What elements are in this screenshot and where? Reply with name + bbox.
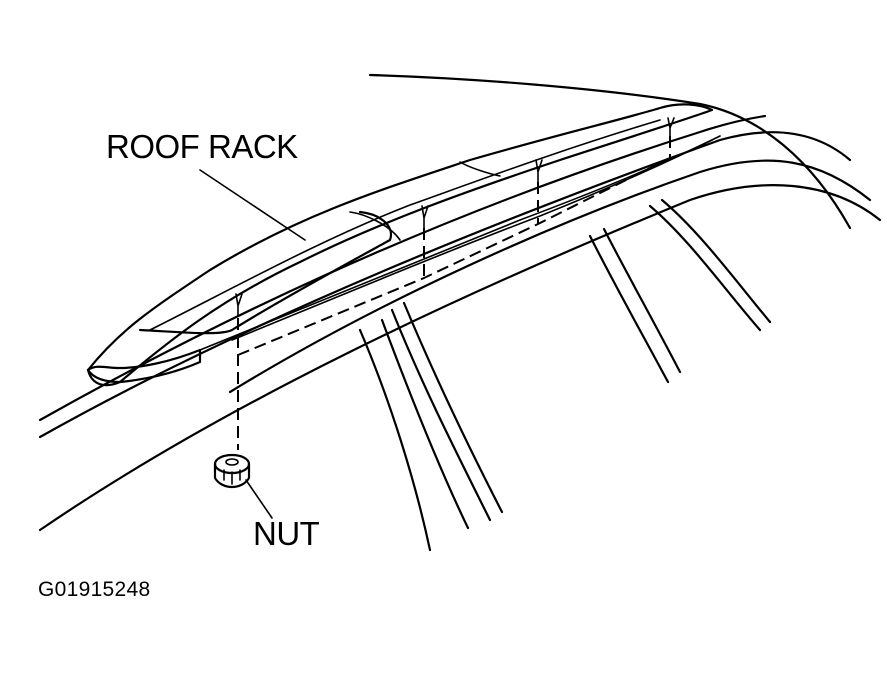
roof-rack-top-ridge [149, 119, 661, 331]
stud-3 [535, 159, 543, 183]
roof-rack-segment-1 [349, 211, 401, 241]
figure-id-label: G01915248 [38, 578, 151, 601]
pillar-right-a [588, 234, 670, 384]
alignment-line-base [237, 157, 671, 356]
roof-rack-leg-front [138, 210, 393, 335]
nut-part [213, 453, 251, 489]
roof-side-line-upper [38, 114, 767, 422]
nut-label: NUT [253, 515, 320, 552]
stud-2 [421, 205, 429, 229]
stud-4 [667, 117, 675, 137]
pillar-far-a [648, 204, 762, 332]
roof-side-line-lower [38, 131, 852, 439]
pillar-left-a [358, 328, 432, 552]
roof-rack-end-cap [86, 348, 202, 384]
roof-rack-lower-rail [231, 135, 721, 341]
pillar-left-b [380, 318, 470, 530]
body-line-1 [228, 159, 872, 394]
leader-roof-rack [199, 169, 306, 241]
roof-rack-label: ROOF RACK [106, 128, 298, 165]
pillar-far-b [660, 198, 772, 324]
pillar-right-b [602, 227, 682, 374]
stud-1 [235, 293, 243, 317]
roof-rack-outline [86, 103, 714, 387]
roof-rack-segment-2 [459, 161, 501, 177]
pillar-mid-a [390, 308, 492, 522]
body-line-2 [38, 184, 882, 532]
leader-nut [245, 479, 273, 519]
pillar-mid-b [402, 301, 504, 514]
